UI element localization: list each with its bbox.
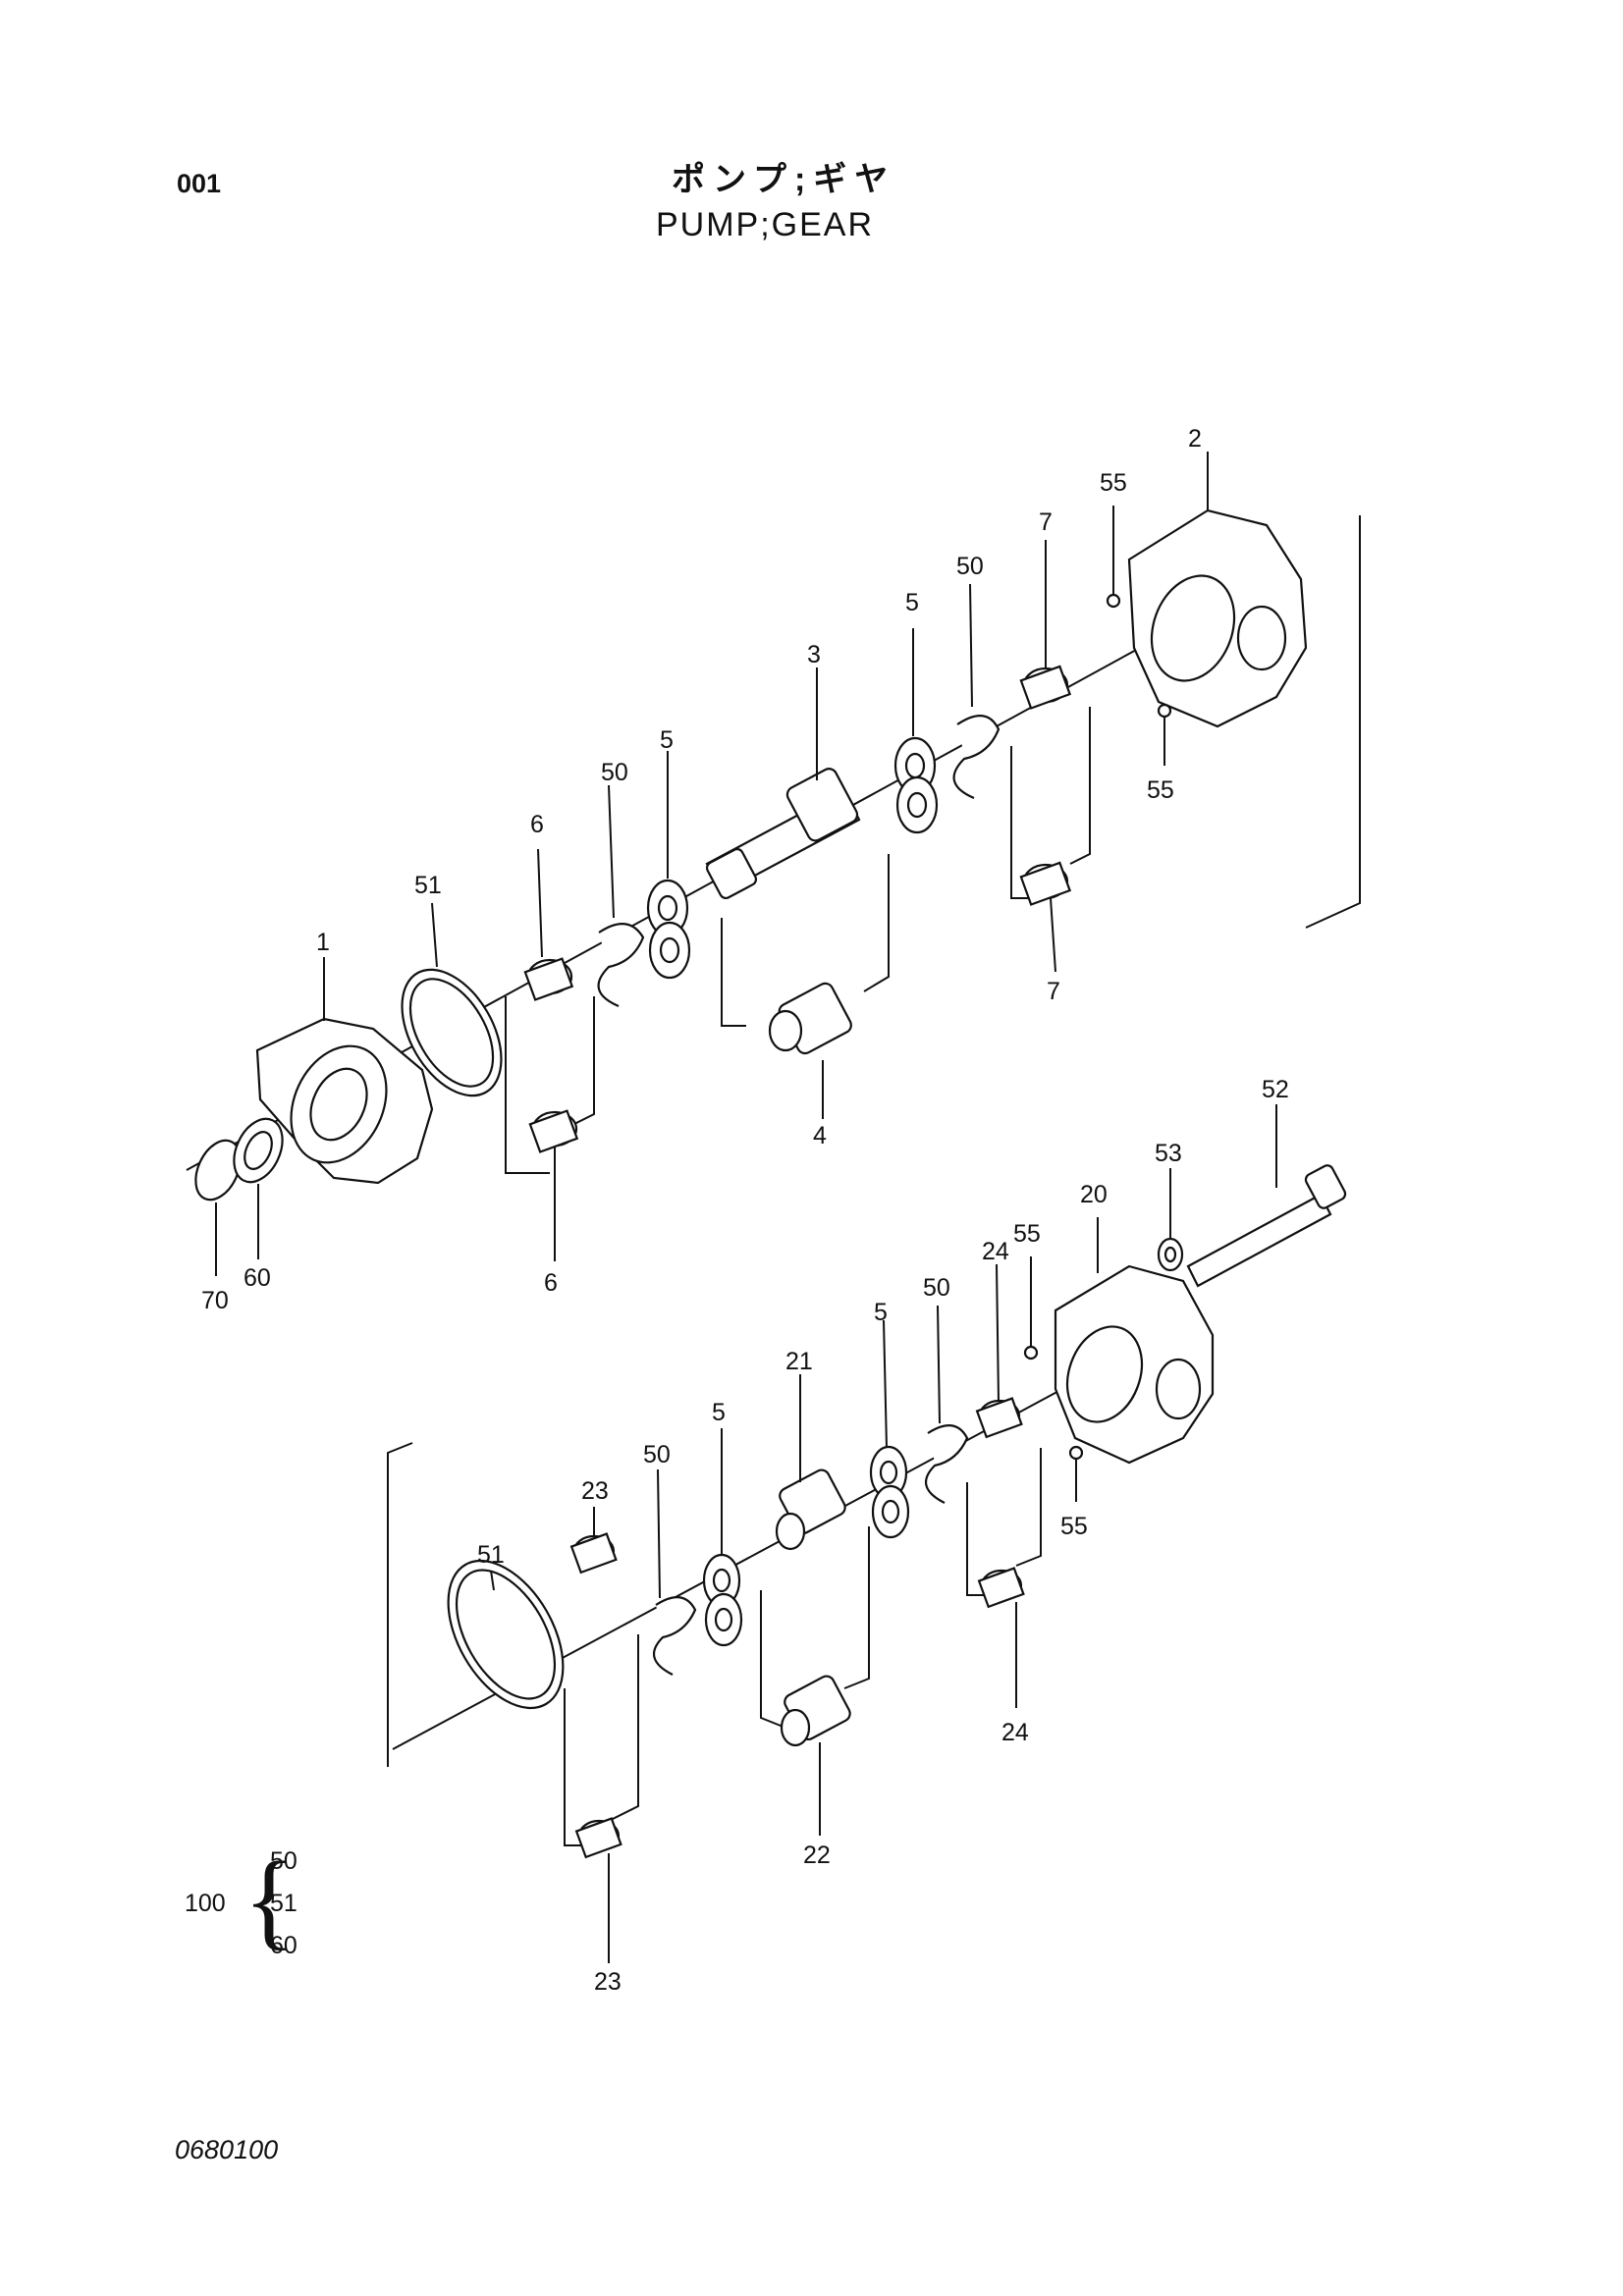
callout-50-lower-a: 50 xyxy=(643,1441,671,1468)
lead-22-left xyxy=(760,1590,786,1729)
callout-5-lower-a: 5 xyxy=(874,1299,888,1326)
page-number: 001 xyxy=(177,169,222,198)
part-50-backup-ring-lower-right xyxy=(924,1424,969,1504)
part-6-bushing-lower xyxy=(528,1109,579,1153)
part-23-bushing-upper xyxy=(569,1532,618,1575)
callout-4: 4 xyxy=(813,1122,827,1149)
callout-50-lower-b: 50 xyxy=(923,1274,950,1302)
callout-2: 2 xyxy=(1188,425,1202,453)
callout-60: 60 xyxy=(243,1264,271,1292)
callout-5-b: 5 xyxy=(905,589,919,616)
part-55-pin-lower-upper xyxy=(1023,1345,1039,1361)
part-55-pin-lower-lower xyxy=(1068,1445,1084,1461)
callout-21: 21 xyxy=(785,1348,813,1375)
part-21-drive-gear xyxy=(775,1468,846,1551)
callout-3: 3 xyxy=(807,641,821,668)
part-5-seal-upper-right xyxy=(893,736,939,834)
lower-assembly: 5 5 20 21 22 23 23 24 24 50 50 51 52 53 … xyxy=(387,1076,1347,1996)
callout-1: 1 xyxy=(316,929,330,956)
part-7-bushing-lower xyxy=(1019,861,1072,906)
callout-5-a: 5 xyxy=(660,726,674,754)
callout-51: 51 xyxy=(414,872,442,899)
kit-number: 100 xyxy=(185,1890,226,1917)
lead-4-left xyxy=(721,918,746,1027)
lead-22-right xyxy=(843,1526,870,1689)
callout-24-b: 24 xyxy=(1001,1719,1029,1746)
lead-23-right xyxy=(608,1634,639,1822)
title-english: PUMP;GEAR xyxy=(656,206,875,243)
callout-6-b: 6 xyxy=(544,1269,558,1297)
part-55-pin-upper xyxy=(1106,593,1121,609)
callout-5-lower-b: 5 xyxy=(712,1399,726,1426)
kit-part-50: 50 xyxy=(270,1847,298,1875)
callout-70: 70 xyxy=(201,1287,229,1314)
part-23-bushing-lower xyxy=(574,1817,622,1859)
callout-24-a: 24 xyxy=(982,1238,1009,1265)
part-55-pin-lower xyxy=(1157,703,1172,719)
kit-part-60: 60 xyxy=(270,1932,298,1959)
part-22-driven-gear xyxy=(780,1675,851,1747)
callout-6-a: 6 xyxy=(530,811,544,838)
kit-part-51: 51 xyxy=(270,1890,298,1917)
callout-55-lower-b: 55 xyxy=(1060,1513,1088,1540)
title-japanese: ポンプ;ギヤ xyxy=(672,161,896,198)
part-24-bushing-upper xyxy=(975,1397,1023,1439)
callout-55-a: 55 xyxy=(1100,469,1127,497)
callout-53: 53 xyxy=(1155,1140,1182,1167)
part-50-backup-ring-upper-right xyxy=(952,715,1001,800)
part-3-drive-shaft xyxy=(705,768,861,900)
part-6-bushing-upper xyxy=(523,957,574,1001)
part-5-seal-lower xyxy=(702,1553,743,1647)
part-5-seal-lower-right xyxy=(869,1445,910,1539)
lead-24-right xyxy=(1015,1448,1042,1567)
callout-23-a: 23 xyxy=(581,1477,609,1505)
callout-55-lower-a: 55 xyxy=(1013,1220,1041,1248)
part-24-bushing-lower xyxy=(977,1567,1025,1609)
callout-23-b: 23 xyxy=(594,1968,622,1996)
callout-20: 20 xyxy=(1080,1181,1108,1208)
lead-23-left xyxy=(564,1688,589,1846)
lead-7-right xyxy=(1069,707,1091,865)
callout-50-a: 50 xyxy=(601,759,628,786)
part-4-driven-gear xyxy=(768,982,852,1055)
kit-brace: { xyxy=(243,1840,296,1959)
part-5-seal-upper xyxy=(646,879,691,980)
callout-7-b: 7 xyxy=(1047,978,1060,1005)
part-50-backup-ring-upper xyxy=(597,923,645,1008)
lead-6-upper xyxy=(564,996,595,1130)
part-70-snap-ring xyxy=(194,1139,242,1201)
callout-52: 52 xyxy=(1262,1076,1289,1103)
lower-left-bracket xyxy=(387,1442,413,1767)
callout-22: 22 xyxy=(803,1842,831,1869)
part-2-pump-body xyxy=(1127,508,1308,728)
part-52-bolt xyxy=(1186,1164,1347,1288)
upper-right-bracket xyxy=(1305,515,1361,929)
lead-24-left xyxy=(966,1482,987,1596)
callout-55-b: 55 xyxy=(1147,776,1174,804)
part-20-pump-body xyxy=(1054,1264,1215,1465)
part-1-front-cover xyxy=(255,1017,434,1185)
callout-50-b: 50 xyxy=(956,553,984,580)
callout-7-a: 7 xyxy=(1039,508,1053,536)
lead-4-right xyxy=(863,854,890,992)
part-50-backup-ring-lower xyxy=(652,1596,697,1676)
part-7-bushing-upper xyxy=(1019,665,1072,710)
upper-assembly: 1 2 3 4 5 5 6 6 7 7 50 50 51 55 55 60 70 xyxy=(186,425,1361,1314)
callout-51-lower: 51 xyxy=(477,1541,505,1569)
lead-6-lower xyxy=(505,996,550,1174)
document-number: 0680100 xyxy=(175,2135,279,2164)
